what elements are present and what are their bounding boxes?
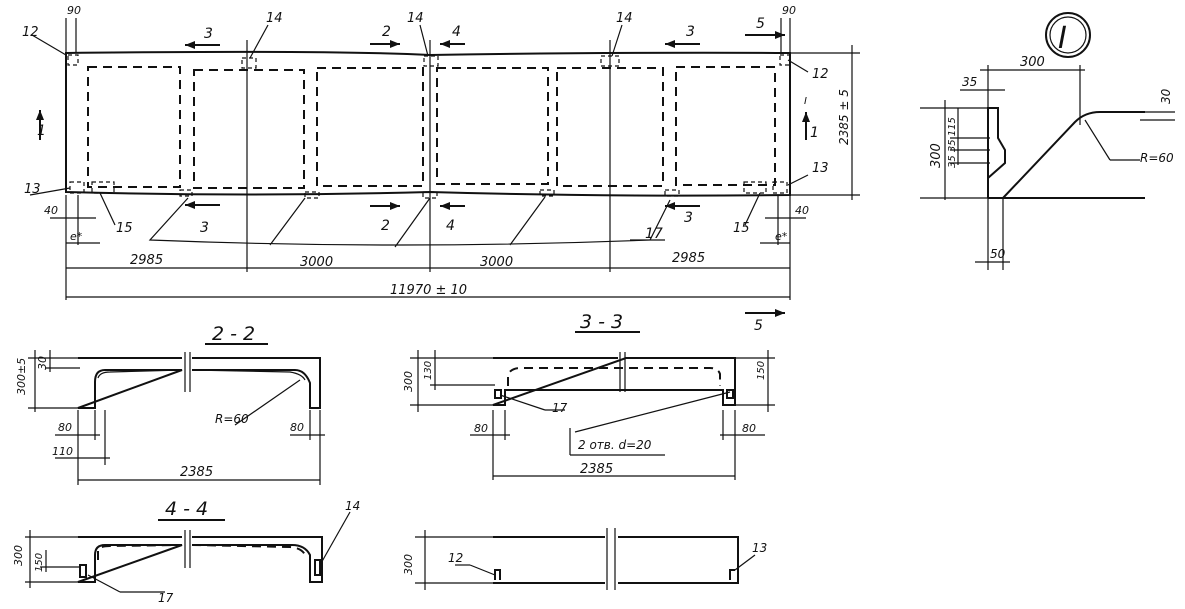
cut-i-small: I (804, 96, 807, 107)
cut-4-top: 4 (452, 24, 461, 40)
s33-dim-300: 300 (402, 371, 415, 392)
tag-14-b: 14 (407, 11, 424, 26)
section-3-3 (410, 331, 775, 480)
dim-3000-a: 3000 (300, 255, 333, 270)
s55-tag-12: 12 (448, 551, 463, 565)
dim-total: 11970 ± 10 (390, 283, 467, 298)
s22-dim-2385: 2385 (180, 465, 213, 480)
section-markers (36, 31, 810, 317)
section-2-2-title: 2 - 2 (212, 323, 255, 345)
dim-e-left: e* (70, 230, 83, 243)
detail-I-dim-35: 35 (962, 75, 977, 89)
dim-90-left: 90 (67, 4, 81, 17)
cut-2-bot: 2 (381, 218, 390, 234)
dim-90-right: 90 (782, 4, 796, 17)
s44-tag-17: 17 (158, 591, 174, 605)
cut-3-bot-b: 3 (684, 210, 693, 226)
cut-5-top: 5 (756, 16, 765, 32)
embedded-parts (67, 54, 791, 199)
s33-dim-2385: 2385 (580, 462, 613, 477)
s22-dim-110: 110 (52, 445, 73, 458)
detail-I-dim-30: 30 (1159, 88, 1173, 104)
s44-tag-14: 14 (345, 499, 360, 513)
cut-3-top-b: 3 (686, 24, 695, 40)
cut-1-left: 1 (37, 123, 46, 139)
s22-dim-80-left: 80 (58, 421, 72, 434)
section-2-2 (28, 343, 325, 485)
detail-I (920, 12, 1175, 270)
tag-12-right: 12 (812, 67, 829, 82)
s44-dim-300: 300 (12, 545, 25, 566)
dim-2985-left: 2985 (130, 253, 163, 268)
tag-14-c: 14 (616, 11, 633, 26)
detail-I-dim-300: 300 (1020, 55, 1045, 70)
detail-I-dim-50: 50 (990, 247, 1006, 261)
tag-17: 17 (645, 226, 663, 242)
leader-17 (148, 196, 671, 248)
detail-I-radius: R=60 (1140, 151, 1174, 165)
detail-I-title: I (1058, 21, 1067, 56)
dim-40-right: 40 (795, 204, 809, 217)
s55-tag-13: 13 (752, 541, 767, 555)
plan-view (29, 18, 860, 317)
dim-3000-b: 3000 (480, 255, 513, 270)
s33-dim-80-right: 80 (742, 422, 756, 435)
s22-dim-300: 300±5 (15, 358, 28, 395)
detail-I-dim-stack: 35 35 115 (947, 117, 958, 168)
detail-I-dim-300-v: 300 (929, 143, 944, 168)
detail-I-profile (987, 107, 1145, 199)
tag-15-right: 15 (733, 221, 750, 236)
s55-dim-300: 300 (402, 554, 415, 575)
tag-13-left: 13 (24, 182, 41, 197)
dim-height: 2385 ± 5 (837, 89, 851, 145)
section-5-5 (415, 528, 756, 590)
plan-panels (87, 66, 776, 189)
section-4-4 (25, 511, 351, 593)
tag-12-left: 12 (22, 25, 39, 40)
cut-4-bot: 4 (446, 218, 455, 234)
tag-13-right: 13 (812, 161, 829, 176)
tag-14-a: 14 (266, 11, 283, 26)
s22-dim-30: 30 (36, 356, 49, 370)
tag-15-left: 15 (116, 221, 133, 236)
plan-outline (65, 50, 791, 197)
cut-3-bot-a: 3 (200, 220, 209, 236)
s22-radius: R=60 (215, 412, 249, 426)
section-3-3-title: 3 - 3 (580, 311, 623, 333)
s44-dim-150: 150 (34, 553, 45, 572)
cut-1-right: 1 (810, 125, 819, 141)
s33-dim-80-left: 80 (474, 422, 488, 435)
detail-I-circle (1045, 12, 1091, 58)
s33-tag-17: 17 (552, 401, 568, 415)
section-4-4-title: 4 - 4 (165, 498, 208, 520)
s33-holes: 2 отв. d=20 (578, 438, 652, 452)
cut-2-top: 2 (382, 24, 391, 40)
s33-dim-150: 150 (756, 361, 767, 380)
dim-2985-right: 2985 (672, 251, 705, 266)
dim-40-left: 40 (44, 204, 58, 217)
s22-dim-80-right: 80 (290, 421, 304, 434)
cut-5-bot: 5 (754, 318, 763, 334)
cut-3-top-a: 3 (204, 26, 213, 42)
dim-e-right: e* (775, 230, 788, 243)
s33-dim-130: 130 (423, 361, 434, 380)
